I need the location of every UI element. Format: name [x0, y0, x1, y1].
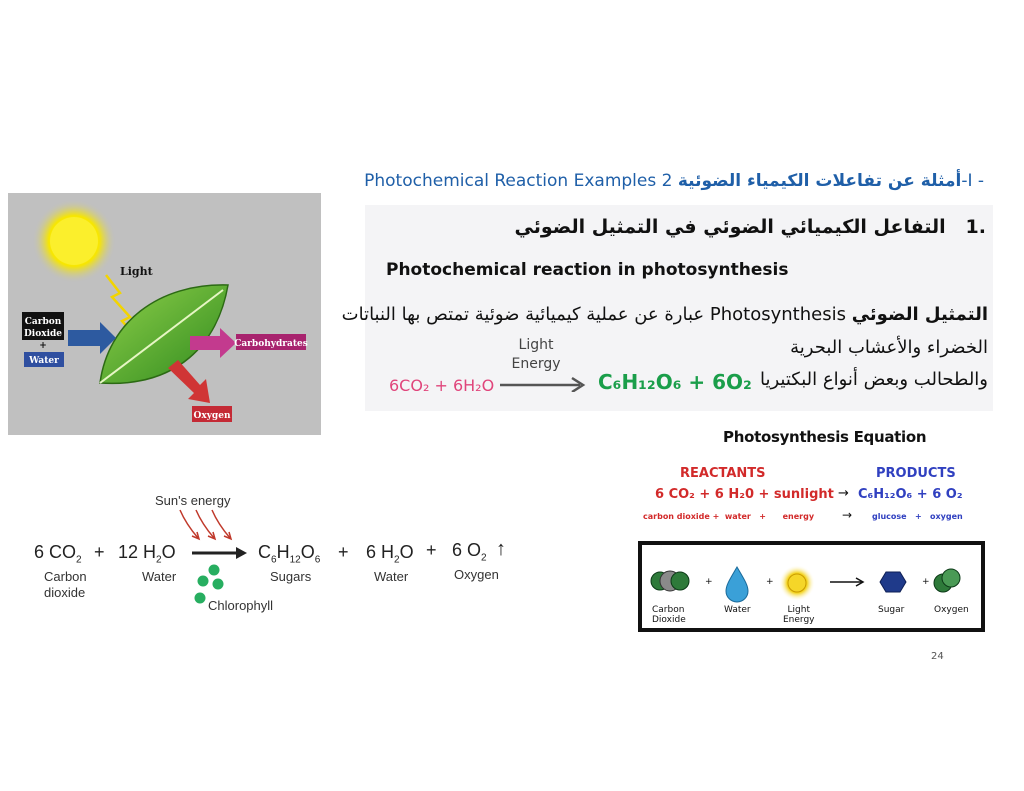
equation-arrow-icon	[192, 547, 247, 559]
icon-equation-art	[650, 565, 961, 603]
water-caption-2: Water	[374, 569, 409, 584]
plus-2: +	[338, 542, 349, 562]
arrow-label: Light Energy	[510, 336, 562, 374]
products-formula: C₆H₁₂O₆ + 6O₂	[598, 370, 752, 394]
glucose-term: C6H12O6	[258, 542, 321, 566]
arabic-line-1: التمثيل الضوئي Photosynthesis عبارة عن ع…	[342, 304, 988, 325]
arabic-line-1-rest: عبارة عن عملية كيميائية ضوئية تمتص بها ا…	[341, 304, 705, 325]
bottom-equation: Sun's energy 6 CO2 + 12 H2O C6H12O6 + 6 …	[18, 493, 538, 615]
water-drop-icon	[725, 566, 749, 603]
leaf-diagram-art: Light Carbon Dioxide + Water Carbohydrat…	[22, 199, 308, 422]
carbon-dioxide-caption: Carbon dioxide	[44, 569, 87, 600]
icon-equation-box: + + + Carbon Dioxide Water Light Energy …	[638, 541, 985, 632]
equation-title: Photosynthesis Equation	[723, 428, 927, 446]
sugar-hexagon-icon	[879, 571, 907, 593]
arrow-out-carbs-icon	[190, 328, 236, 358]
products-equation: C₆H₁₂O₆ + 6 O₂	[858, 487, 963, 502]
sun-rays-icon	[179, 509, 233, 541]
english-term: Photosynthesis	[709, 304, 846, 325]
co2-term: 6 CO2	[34, 542, 82, 566]
heading-english: Photochemical Reaction Examples	[364, 171, 657, 191]
carbon-label: Carbon	[25, 317, 62, 327]
icon-label-carbon-dioxide: Carbon Dioxide	[652, 605, 686, 625]
item-heading-english: Photochemical reaction in photosynthesis	[386, 260, 789, 280]
chlorophyll-caption: Chlorophyll	[208, 598, 274, 613]
icon-plus-2: +	[766, 577, 774, 587]
arabic-line-2: الخضراء والأعشاب البحرية	[790, 337, 988, 358]
light-label: Light	[120, 265, 154, 278]
dioxide-label: Dioxide	[24, 329, 62, 339]
arrow-label-light: Light	[518, 337, 554, 353]
water-caption: Water	[142, 569, 177, 584]
item-heading-arabic: .1 التفاعل الكيميائي الضوئي في التمثيل ا…	[514, 216, 986, 238]
icon-plus-1: +	[705, 577, 713, 587]
arabic-bold-term: التمثيل الضوئي	[851, 304, 988, 325]
arabic-line-3: والطحالب وبعض أنواع البكتيريا	[759, 369, 988, 390]
up-arrow-icon: ↑	[496, 538, 506, 560]
leaf-diagram: Light Carbon Dioxide + Water Carbohydrat…	[8, 193, 321, 435]
water-label: Water	[28, 356, 59, 366]
reactants-label: REACTANTS	[680, 466, 766, 481]
page-number: 24	[931, 651, 944, 662]
icon-label-oxygen: Oxygen	[934, 605, 969, 615]
plus-label: +	[39, 341, 47, 351]
plus-1: +	[94, 542, 105, 562]
plus-3: +	[426, 540, 437, 560]
oxygen-label: Oxygen	[194, 411, 231, 421]
o2-term: 6 O2	[452, 540, 487, 564]
item-number: .1	[965, 216, 986, 238]
oxygen-molecule-icon	[933, 568, 961, 593]
sugars-caption: Sugars	[270, 569, 312, 584]
products-label: PRODUCTS	[876, 466, 956, 481]
arrow-label-energy: Energy	[511, 356, 561, 372]
icon-plus-3: +	[922, 577, 930, 587]
arrow-out-oxygen-icon	[168, 360, 210, 403]
oxygen-caption: Oxygen	[454, 567, 499, 582]
reactants-formula: 6CO₂ + 6H₂O	[389, 376, 495, 395]
icon-label-sugar: Sugar	[878, 605, 905, 615]
icon-label-water: Water	[724, 605, 751, 615]
heading-number: 2-I -	[661, 171, 984, 191]
reactants-equation: 6 CO₂ + 6 H₂0 + sunlight	[655, 487, 834, 502]
suns-energy-label: Sun's energy	[155, 493, 231, 508]
reactants-words: carbon dioxide + water + energy	[643, 512, 815, 521]
chlorophyll-icon	[194, 564, 224, 604]
carbon-dioxide-icon	[650, 570, 690, 592]
heading-arabic: أمثلة عن تفاعلات الكيمياء الضوئية	[677, 171, 962, 191]
words-arrow: →	[842, 508, 853, 522]
h2o-term: 12 H2O	[118, 542, 176, 566]
text-panel	[365, 205, 993, 411]
carbohydrates-label: Carbohydrates	[234, 339, 308, 349]
arrow-in-icon	[68, 322, 116, 354]
item-arabic-text: التفاعل الكيميائي الضوئي في التمثيل الضو…	[514, 216, 946, 238]
reaction-arrow	[500, 376, 586, 392]
icon-label-light-energy: Light Energy	[783, 605, 815, 625]
water-term: 6 H2O	[366, 542, 414, 566]
products-words: glucose + oxygen	[872, 512, 963, 521]
equation-arrow: →	[838, 486, 849, 501]
slide-heading: Photochemical Reaction Examples أمثلة عن…	[364, 171, 984, 191]
light-energy-icon	[787, 573, 807, 593]
